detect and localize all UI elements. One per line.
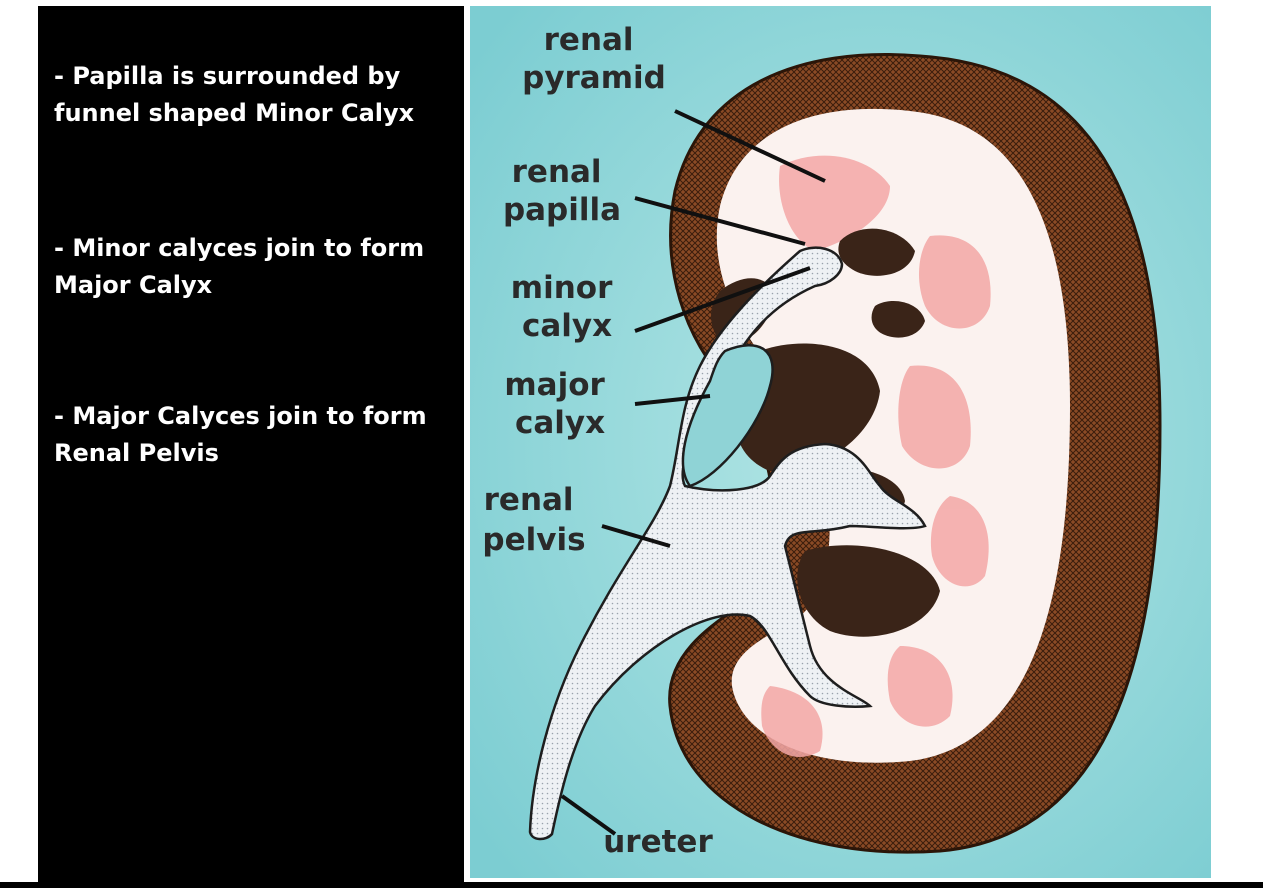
label-major-calyx-line-2: calyx <box>515 405 605 441</box>
label-renal-pelvis-line-2: pelvis <box>482 522 585 558</box>
label-renal-papilla-line-2: papilla <box>503 192 621 228</box>
label-major-calyx: major calyx <box>504 367 615 441</box>
bottom-rule <box>0 882 1263 888</box>
label-renal-pyramid-line-1: renal <box>544 22 634 58</box>
kidney-diagram: renal pyramid renal papilla minor calyx … <box>470 6 1211 878</box>
label-major-calyx-line-1: major <box>504 367 605 403</box>
label-renal-pelvis-line-1: renal <box>484 482 574 518</box>
label-renal-papilla: renal papilla <box>503 154 621 228</box>
note-major-calyces-renal-pelvis: - Major Calyces join to form Renal Pelvi… <box>54 402 427 467</box>
label-minor-calyx-line-2: calyx <box>522 308 612 344</box>
label-renal-pyramid-line-2: pyramid <box>522 60 666 96</box>
note-minor-calyces-major-calyx: - Minor calyces join to form Major Calyx <box>54 234 425 299</box>
notes-panel: - Papilla is surrounded by funnel shaped… <box>38 6 464 882</box>
leader-renal-pyramid <box>674 109 826 183</box>
label-renal-papilla-line-1: renal <box>512 154 602 190</box>
label-ureter: ureter <box>603 824 713 860</box>
label-minor-calyx: minor calyx <box>511 270 623 344</box>
label-renal-pelvis: renal pelvis <box>482 482 585 558</box>
leader-minor-calyx <box>634 266 811 333</box>
note-papilla-minor-calyx: - Papilla is surrounded by funnel shaped… <box>54 62 415 127</box>
major-calyx-opening <box>681 344 774 488</box>
leader-lines <box>560 109 826 836</box>
renal-pyramids <box>761 155 991 757</box>
leader-ureter <box>560 794 617 836</box>
label-minor-calyx-line-1: minor <box>511 270 613 306</box>
leader-major-calyx <box>634 394 711 406</box>
label-renal-pyramid: renal pyramid <box>522 22 666 96</box>
leader-renal-papilla <box>634 196 806 246</box>
leader-renal-pelvis <box>601 524 671 548</box>
